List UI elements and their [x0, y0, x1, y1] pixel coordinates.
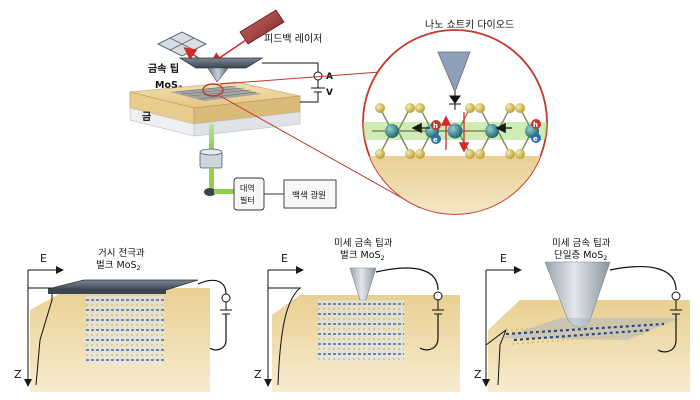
nano-schottky-diode-label: 나노 쇼트키 다이오드	[425, 19, 514, 31]
bandpass-filter-label-1: 대역	[240, 183, 255, 193]
zoom-connector-bottom	[219, 95, 421, 209]
electron-marker-right: e	[531, 133, 541, 143]
panel3-energy-axis: E	[500, 252, 507, 265]
svg-text:h: h	[533, 121, 538, 129]
bottom-panel-3: E Z	[474, 252, 690, 392]
metal-tip-label: 금속 팁	[148, 63, 179, 75]
ammeter-label: A	[326, 72, 333, 82]
gold-substrate-block	[129, 81, 301, 137]
panel2-depth-axis: Z	[254, 368, 262, 381]
top-setup: 피드백 레이저 금속 팁 MoS2	[129, 9, 421, 211]
panel3-depth-axis: Z	[474, 368, 482, 381]
bottom-panel-1: E Z	[14, 252, 232, 392]
panel1-energy-axis: E	[40, 252, 47, 265]
bandpass-filter	[233, 177, 265, 211]
voltmeter-label: V	[326, 88, 333, 98]
electron-marker-left: e	[431, 134, 441, 144]
panel1-title-line2: 벌크 MoS2	[96, 260, 141, 272]
zoom-region-marker	[202, 83, 224, 97]
panel3-title-line1: 미세 금속 팁과	[552, 237, 611, 249]
metal-tip-cantilever	[178, 57, 264, 83]
bottom-panel-2: E Z	[254, 252, 460, 392]
white-light-source-label: 백색 광원	[292, 190, 326, 201]
panel2-title-line2: 벌크 MoS2	[340, 250, 385, 262]
optical-path	[199, 124, 236, 196]
hole-marker-left: h	[431, 120, 441, 130]
svg-text:e: e	[533, 135, 538, 143]
panel1-title-line1: 거시 전극과	[98, 248, 145, 259]
bandpass-filter-label-2: 필터	[240, 195, 255, 205]
white-light-source	[283, 179, 337, 209]
gold-label: 금	[142, 111, 151, 123]
svg-text:e: e	[433, 136, 438, 144]
hole-marker-right: h	[531, 119, 541, 129]
panel3-title-line2: 단일층 MoS2	[554, 250, 607, 262]
panel2-title-line1: 미세 금속 팁과	[334, 237, 393, 249]
feedback-laser-label: 피드백 레이저	[264, 33, 322, 45]
zoom-connector-top	[219, 71, 381, 85]
nano-tip	[437, 51, 471, 94]
zoom-circle: h e h e	[362, 29, 548, 215]
quadrant-photodetector	[156, 31, 208, 57]
panel2-energy-axis: E	[281, 252, 288, 265]
svg-text:h: h	[433, 122, 438, 130]
schottky-diode-symbol	[449, 92, 461, 110]
sulfur-atoms	[375, 103, 525, 159]
panel1-depth-axis: Z	[14, 368, 22, 381]
